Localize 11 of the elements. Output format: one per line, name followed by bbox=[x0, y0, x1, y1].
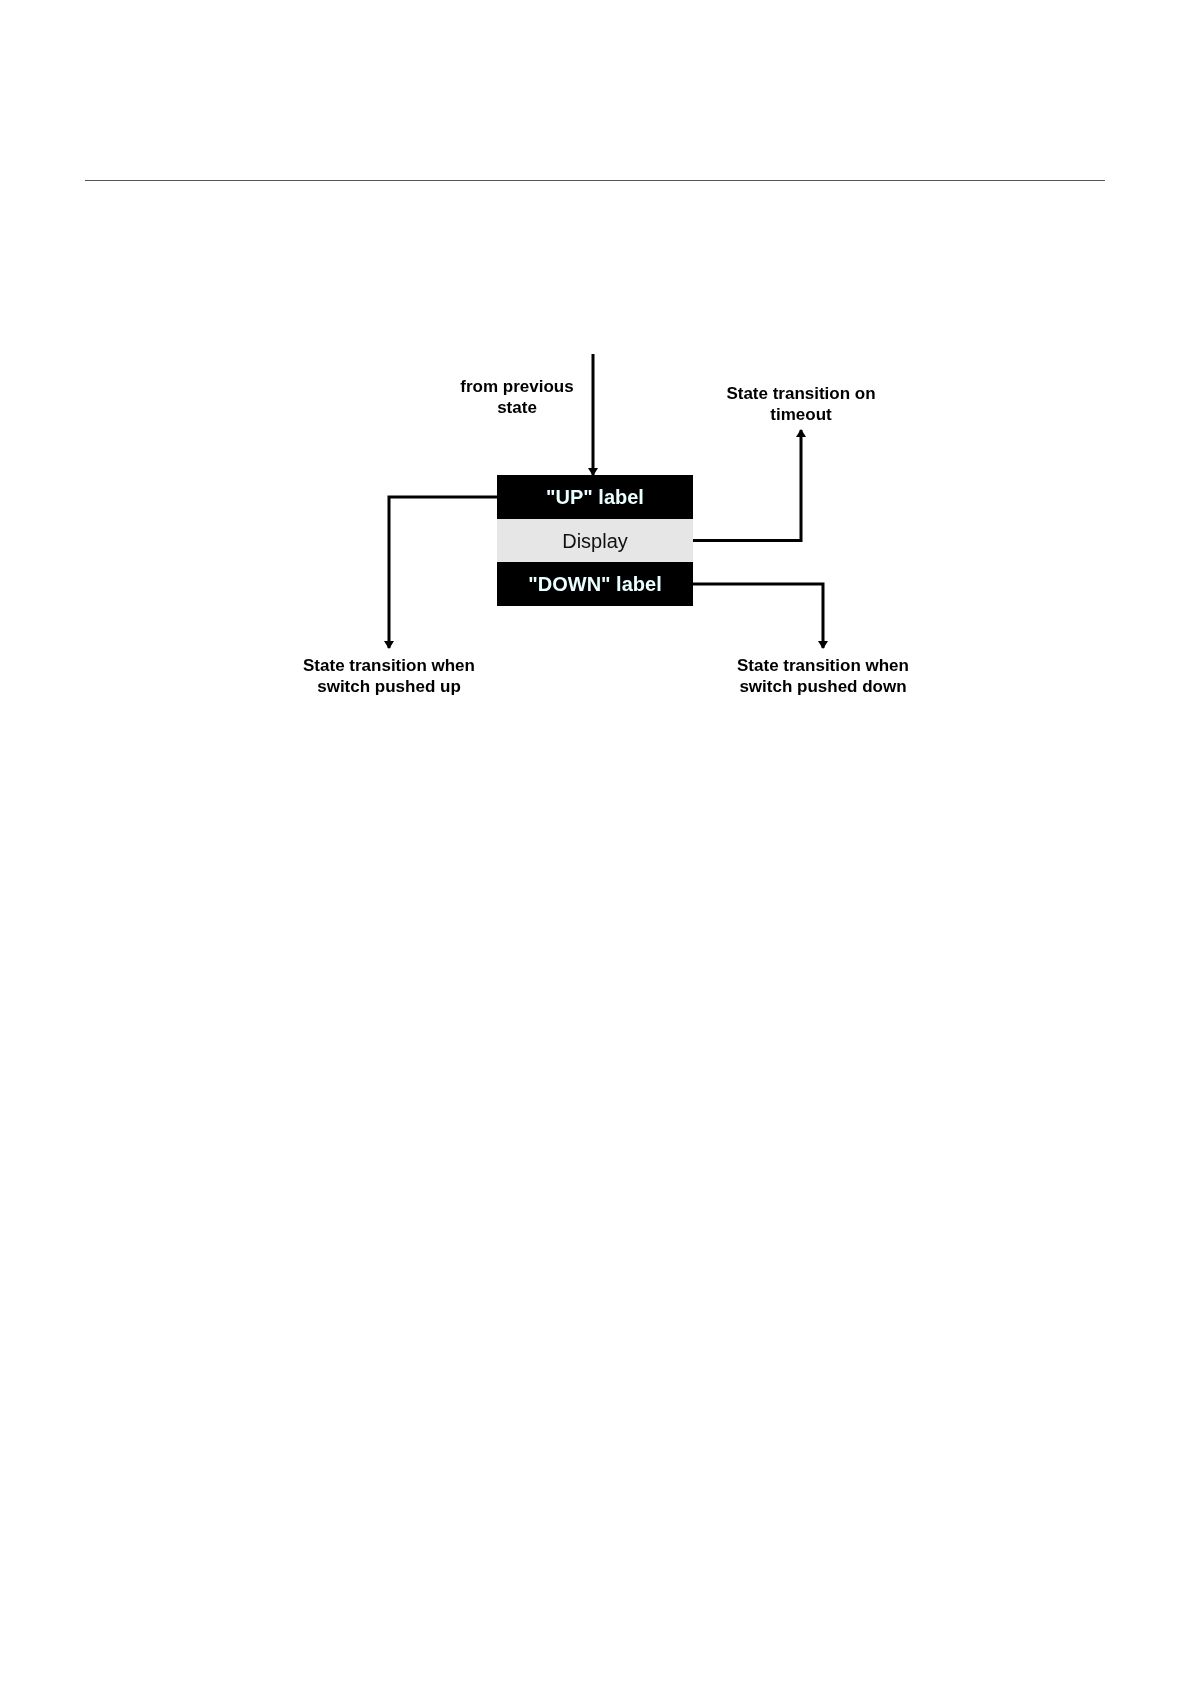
arrow bbox=[588, 354, 598, 476]
arrow bbox=[693, 429, 806, 542]
arrow bbox=[384, 495, 497, 649]
label-bar: "UP" label bbox=[497, 475, 693, 519]
arrow-caption: from previous state bbox=[459, 376, 575, 418]
state-text: State transition when switch pushed up bbox=[279, 652, 499, 700]
display-bar: Display bbox=[497, 519, 693, 562]
label-bar: "DOWN" label bbox=[497, 562, 693, 606]
state-text: State transition on timeout bbox=[706, 380, 896, 428]
state-text: State transition when switch pushed down bbox=[713, 652, 933, 700]
arrow bbox=[693, 582, 828, 649]
